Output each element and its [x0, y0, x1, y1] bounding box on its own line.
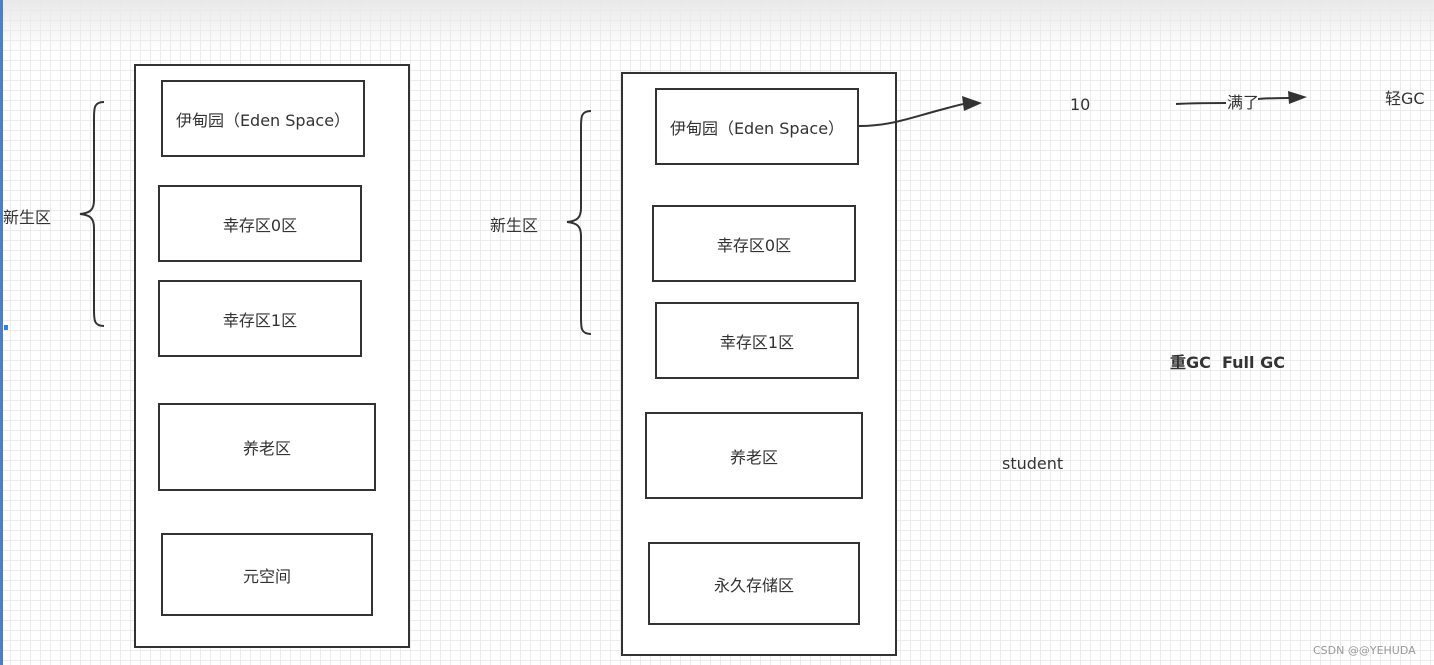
count-label: 10 — [1070, 95, 1091, 114]
student-label: student — [1002, 454, 1064, 473]
left-survivor0-box[interactable]: 幸存区0区 — [158, 185, 362, 262]
resize-handle[interactable] — [4, 325, 8, 330]
watermark: CSDN @@YEHUDA — [1313, 644, 1416, 657]
eden-arrow-line — [858, 103, 965, 127]
right-old-gen-box[interactable]: 养老区 — [645, 412, 863, 499]
full-arrow-line-right — [1257, 97, 1291, 100]
left-eden-box[interactable]: 伊甸园（Eden Space） — [161, 80, 365, 157]
minor-gc-label: 轻GC — [1385, 89, 1425, 108]
right-brace — [566, 110, 592, 335]
full-arrow-head — [1288, 91, 1307, 104]
left-brace — [79, 101, 105, 327]
right-eden-box[interactable]: 伊甸园（Eden Space） — [655, 88, 859, 165]
right-young-gen-label: 新生区 — [490, 216, 539, 235]
right-survivor0-box[interactable]: 幸存区0区 — [652, 205, 856, 282]
major-gc-label: 重GC Full GC — [1170, 353, 1285, 372]
left-survivor1-box[interactable]: 幸存区1区 — [158, 280, 362, 357]
right-permanent-gen-box[interactable]: 永久存储区 — [648, 542, 860, 625]
eden-arrow-head — [962, 96, 982, 111]
left-young-gen-label: 新生区 — [3, 208, 52, 227]
left-metaspace-box[interactable]: 元空间 — [161, 533, 373, 616]
selection-edge — [0, 0, 3, 665]
full-label: 满了 — [1227, 93, 1260, 112]
left-old-gen-box[interactable]: 养老区 — [158, 403, 376, 491]
right-survivor1-box[interactable]: 幸存区1区 — [655, 302, 859, 379]
full-arrow-line-left — [1175, 102, 1227, 105]
